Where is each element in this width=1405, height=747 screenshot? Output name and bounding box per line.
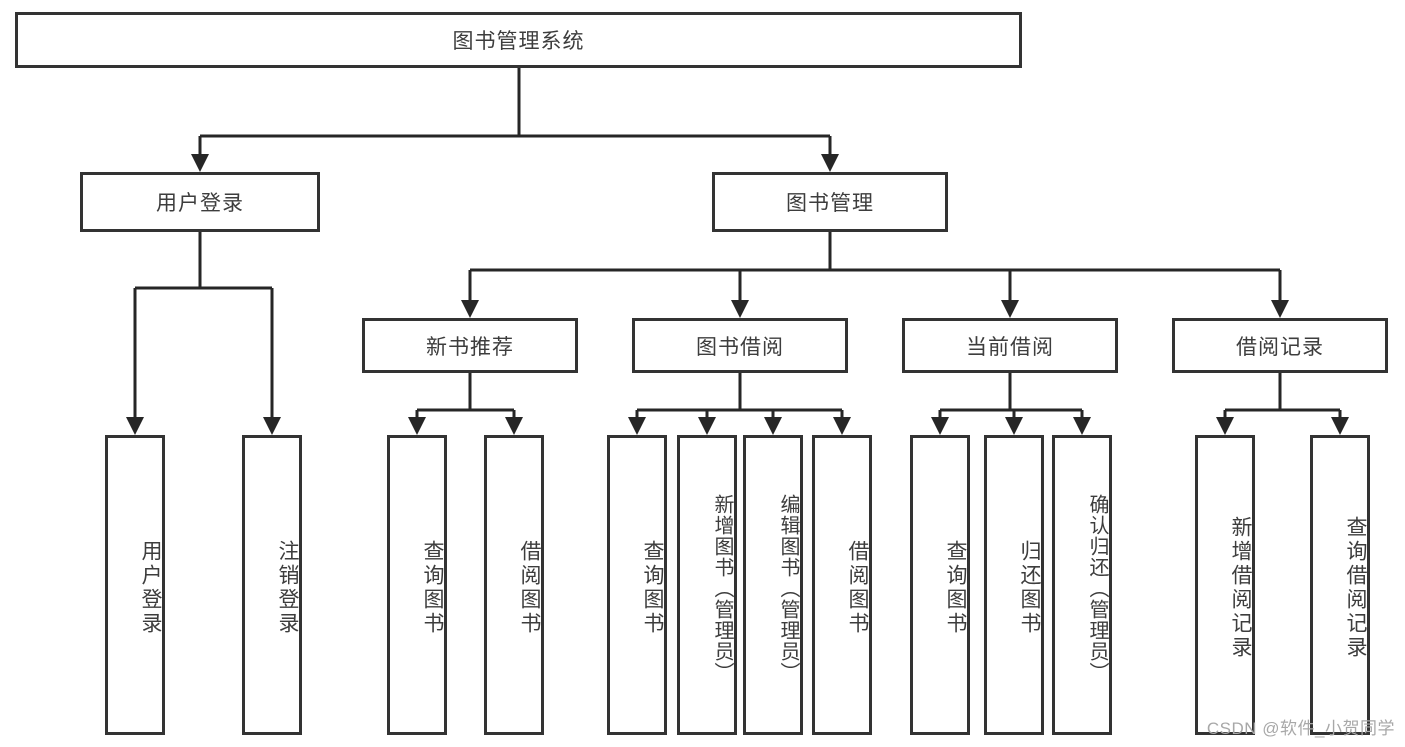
node-current-borrow[interactable] [902, 318, 1118, 373]
user-login-leaf-1-arrowhead [263, 417, 281, 435]
node-leaf-borrow-book-1[interactable] [484, 435, 544, 735]
node-leaf-query-book-2[interactable] [607, 435, 667, 735]
new-book-recommend-leaf-1-arrowhead [505, 417, 523, 435]
user-login-leaf-0-arrowhead [126, 417, 144, 435]
borrow-record-leaf-0-arrowhead [1216, 417, 1234, 435]
new-book-recommend-leaf-0-arrowhead [408, 417, 426, 435]
current-borrow-leaf-2-arrowhead [1073, 417, 1091, 435]
node-leaf-query-record[interactable] [1310, 435, 1370, 735]
node-leaf-query-book-3[interactable] [910, 435, 970, 735]
watermark-text: CSDN @软件_小贺同学 [1206, 719, 1395, 738]
node-leaf-edit-book[interactable] [743, 435, 803, 735]
node-book-borrow[interactable] [632, 318, 848, 373]
node-new-book-recommend[interactable] [362, 318, 578, 373]
book-borrow-leaf-3-arrowhead [833, 417, 851, 435]
root-child-0-arrowhead [191, 154, 209, 172]
node-leaf-logout[interactable] [242, 435, 302, 735]
book-manage-child-1-arrowhead [731, 300, 749, 318]
node-book-manage[interactable] [712, 172, 948, 232]
node-leaf-confirm-return[interactable] [1052, 435, 1112, 735]
node-user-login[interactable] [80, 172, 320, 232]
node-leaf-add-record[interactable] [1195, 435, 1255, 735]
book-borrow-leaf-0-arrowhead [628, 417, 646, 435]
node-leaf-user-login[interactable] [105, 435, 165, 735]
book-manage-child-0-arrowhead [461, 300, 479, 318]
node-borrow-record[interactable] [1172, 318, 1388, 373]
book-manage-child-3-arrowhead [1271, 300, 1289, 318]
node-root[interactable] [15, 12, 1022, 68]
node-leaf-borrow-book-2[interactable] [812, 435, 872, 735]
node-leaf-return-book[interactable] [984, 435, 1044, 735]
connector-layer [126, 68, 1349, 435]
book-borrow-leaf-1-arrowhead [698, 417, 716, 435]
book-manage-child-2-arrowhead [1001, 300, 1019, 318]
node-leaf-query-book-1[interactable] [387, 435, 447, 735]
current-borrow-leaf-0-arrowhead [931, 417, 949, 435]
book-borrow-leaf-2-arrowhead [764, 417, 782, 435]
borrow-record-leaf-1-arrowhead [1331, 417, 1349, 435]
node-leaf-add-book[interactable] [677, 435, 737, 735]
current-borrow-leaf-1-arrowhead [1005, 417, 1023, 435]
box-layer [15, 12, 1388, 735]
root-child-1-arrowhead [821, 154, 839, 172]
